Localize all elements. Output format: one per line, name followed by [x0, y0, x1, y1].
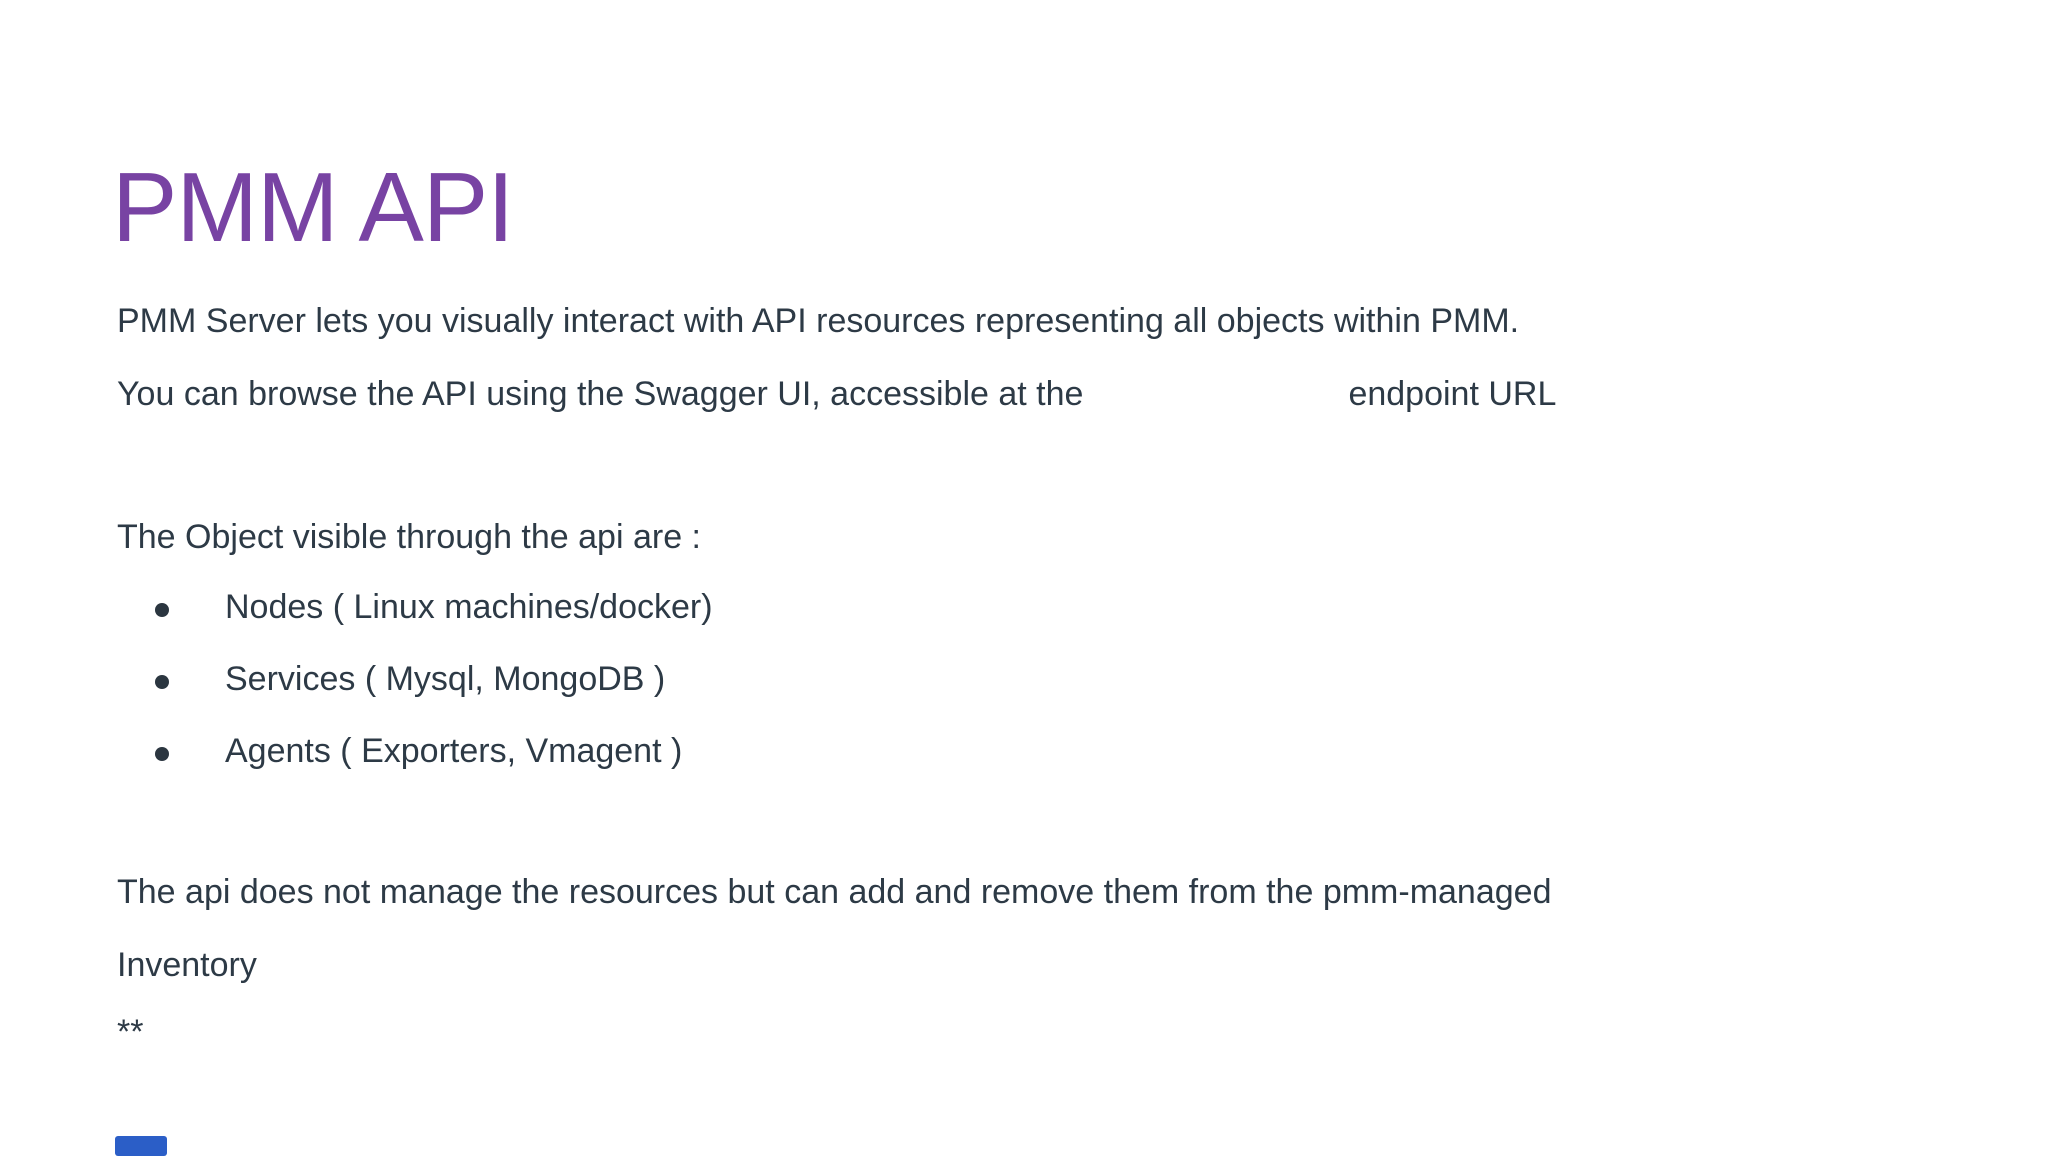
bullet-dot-icon: [155, 675, 169, 689]
slide-title: PMM API: [112, 151, 514, 262]
intro-line-2: You can browse the API using the Swagger…: [117, 358, 1556, 431]
list-item-agents: Agents ( Exporters, Vmagent ): [117, 715, 713, 787]
objects-bullet-list: Nodes ( Linux machines/docker) Services …: [117, 571, 713, 787]
list-item-nodes: Nodes ( Linux machines/docker): [117, 571, 713, 643]
endpoint-url-gap: [1083, 404, 1348, 405]
intro-line-1: PMM Server lets you visually interact wi…: [117, 302, 1520, 340]
objects-heading: The Object visible through the api are :: [117, 518, 701, 556]
footnote-asterisks: **: [117, 1013, 144, 1051]
intro-paragraph: PMM Server lets you visually interact wi…: [117, 285, 1556, 431]
list-item-label: Services ( Mysql, MongoDB ): [225, 659, 666, 698]
note-paragraph: The api does not manage the resources bu…: [117, 856, 1551, 1002]
video-progressbar-segment[interactable]: [115, 1136, 167, 1156]
note-line-2: Inventory: [117, 946, 257, 984]
intro-line-2-start: You can browse the API using the Swagger…: [117, 375, 1084, 413]
bullet-dot-icon: [155, 603, 169, 617]
bullet-dot-icon: [155, 747, 169, 761]
list-item-services: Services ( Mysql, MongoDB ): [117, 643, 713, 715]
list-item-label: Agents ( Exporters, Vmagent ): [225, 731, 683, 770]
list-item-label: Nodes ( Linux machines/docker): [225, 587, 713, 626]
intro-line-2-end: endpoint URL: [1348, 375, 1557, 413]
note-line-1: The api does not manage the resources bu…: [117, 873, 1552, 911]
